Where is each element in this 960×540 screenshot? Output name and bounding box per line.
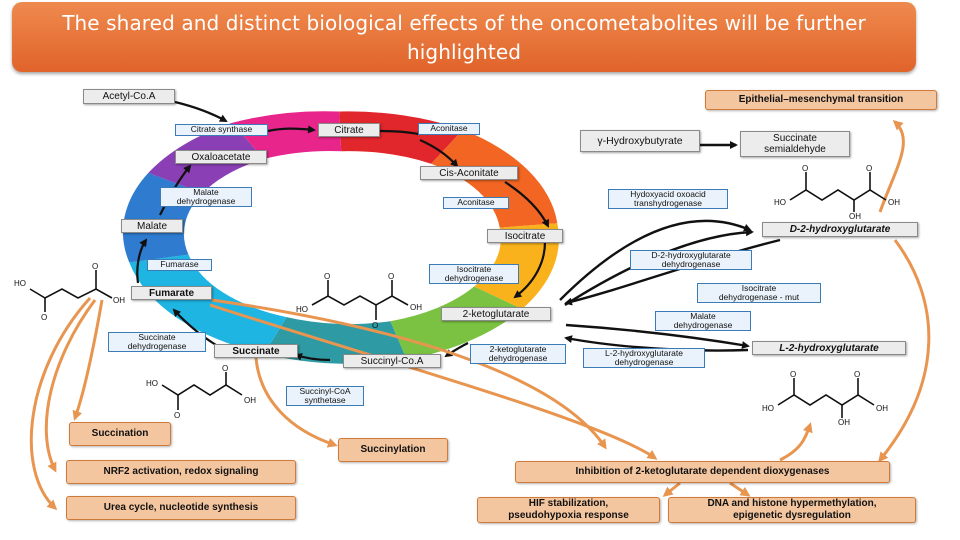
succinate-box: Succinate xyxy=(214,344,298,358)
urea-box: Urea cycle, nucleotide synthesis xyxy=(66,496,296,520)
inhibition-box: Inhibition of 2-ketoglutarate dependent … xyxy=(515,461,890,483)
succinate-o-label-1: O xyxy=(174,411,181,420)
cycle-arrows xyxy=(136,100,549,362)
fumarate-box: Fumarate xyxy=(131,286,212,300)
l2hg-structure xyxy=(777,394,875,406)
l2hg-oh-label-1: OH xyxy=(838,418,850,427)
malate-box: Malate xyxy=(121,219,183,233)
ghb-box: γ-Hydroxybutyrate xyxy=(580,130,700,152)
succinate-ho-label: HO xyxy=(146,379,158,388)
dna-box: DNA and histone hypermethylation, epigen… xyxy=(668,497,916,523)
d2hg-o-label-2: O xyxy=(866,164,873,173)
succination-box: Succination xyxy=(69,422,171,446)
malate-dh-box: Malate dehydrogenase xyxy=(160,187,252,207)
ring-segment-cyan xyxy=(129,254,287,354)
l2hg-oh-label-2: OH xyxy=(876,404,888,413)
akg-ho-label: HO xyxy=(296,305,308,314)
akg-oh-label: OH xyxy=(410,303,422,312)
succinate-o-label-2: O xyxy=(222,364,229,373)
succinate-structure xyxy=(161,384,243,396)
d2hg-ho-label: HO xyxy=(774,198,786,207)
ring-segment-green xyxy=(390,286,523,360)
d2hg-box: D-2-hydroxyglutarate xyxy=(762,222,918,237)
succinyl-coa-box: Succinyl-Co.A xyxy=(343,354,441,368)
l2hg-box: L-2-hydroxyglutarate xyxy=(752,341,906,355)
succinate-oh-label: OH xyxy=(244,396,256,405)
effect-arrows xyxy=(29,119,931,511)
aconitase-1-box: Aconitase xyxy=(418,123,480,135)
isocitrate-dh-box: Isocitrate dehydrogenase xyxy=(429,264,519,284)
akg-o-label-2: O xyxy=(388,272,395,281)
fumarate-o-label-1: O xyxy=(41,313,48,322)
idh-mut-box: Isocitrate dehydrogenase - mut xyxy=(697,283,821,303)
acetyl-coa-box: Acetyl-Co.A xyxy=(83,89,175,104)
citrate-synthase-box: Citrate synthase xyxy=(175,124,268,136)
d2hg-oh-label-2: OH xyxy=(888,198,900,207)
mdh-box: Malate dehydrogenase xyxy=(655,311,751,331)
fumarate-o-label-2: O xyxy=(92,262,99,271)
aconitase-2-box: Aconitase xyxy=(443,197,509,209)
succinylation-box: Succinylation xyxy=(338,438,448,462)
l2hg-ho-label: HO xyxy=(762,404,774,413)
akg-o-label-3: O xyxy=(372,321,379,330)
succinyl-coa-synthetase-box: Succinyl-CoA synthetase xyxy=(286,386,364,406)
akg-structure xyxy=(311,295,409,306)
ring-segment-magenta xyxy=(232,111,342,159)
d2hg-structure xyxy=(789,189,887,201)
ssa-box: Succinate semialdehyde xyxy=(740,131,850,157)
nrf2-box: NRF2 activation, redox signaling xyxy=(66,460,296,484)
hif-box: HIF stabilization, pseudohypoxia respons… xyxy=(477,497,660,523)
hot-box: Hydoxyacid oxoacid transhydrogenase xyxy=(608,189,728,209)
fumarate-oh-label: OH xyxy=(113,296,125,305)
molecule-structures xyxy=(29,172,887,418)
fumarate-structure xyxy=(29,288,113,299)
oxaloacetate-box: Oxaloacetate xyxy=(175,150,267,164)
isocitrate-box: Isocitrate xyxy=(487,229,563,243)
emt-box: Epithelial–mesenchymal transition xyxy=(705,90,937,110)
l2hgdh-box: L-2-hydroxyglutarate dehydrogenase xyxy=(583,348,705,368)
d2hgdh-box: D-2-hydroxyglutarate dehydrogenase xyxy=(630,250,752,270)
d2hg-o-label-1: O xyxy=(802,164,809,173)
cis-aconitate-box: Cis-Aconitate xyxy=(420,166,518,180)
akg-o-label-1: O xyxy=(324,272,331,281)
citrate-box: Citrate xyxy=(318,123,380,137)
fumarate-ho-label: HO xyxy=(14,279,26,288)
title-banner: The shared and distinct biological effec… xyxy=(12,2,916,72)
succinate-dh-box: Succinate dehydrogenase xyxy=(108,332,206,352)
fumarase-box: Fumarase xyxy=(147,259,212,271)
l2hg-o-label-1: O xyxy=(790,370,797,379)
akg-dh-box: 2-ketoglutarate dehydrogenase xyxy=(470,344,566,364)
l2hg-o-label-2: O xyxy=(854,370,861,379)
akg-box: 2-ketoglutarate xyxy=(441,307,551,321)
d2hg-oh-label-1: OH xyxy=(849,212,861,221)
page-title: The shared and distinct biological effec… xyxy=(62,11,866,64)
